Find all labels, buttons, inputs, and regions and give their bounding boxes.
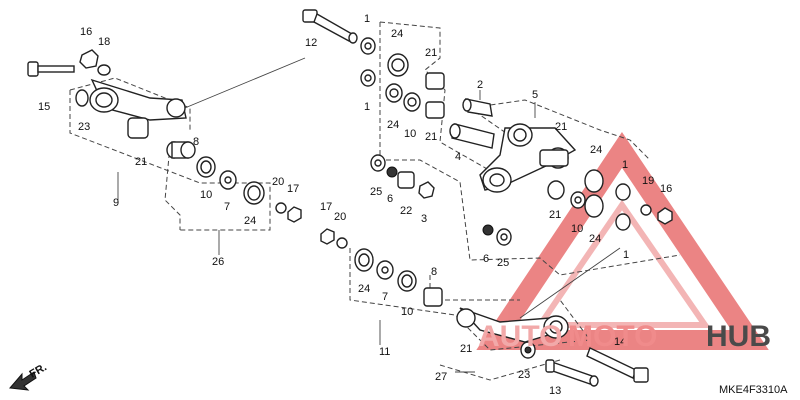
watermark-text-a: AUTO: [478, 320, 562, 353]
central-bearing-stack: [360, 37, 445, 119]
part-label-23: 23: [78, 121, 90, 133]
nut-16-washer-18: [79, 49, 111, 76]
part-label-15: 15: [38, 101, 50, 113]
part-label-8: 8: [431, 266, 437, 278]
part-label-20: 20: [334, 211, 346, 223]
bolt-15: [27, 61, 75, 77]
part-label-1: 1: [623, 249, 629, 261]
part-label-25: 25: [370, 186, 382, 198]
part-label-21: 21: [555, 121, 567, 133]
part-label-25: 25: [497, 257, 509, 269]
watermark-triangle: [476, 132, 769, 350]
part-label-21: 21: [425, 131, 437, 143]
part-label-16: 16: [660, 183, 672, 195]
diagram-code: MKE4F3310A: [719, 384, 788, 396]
part-label-17: 17: [320, 201, 332, 213]
part-label-6: 6: [387, 193, 393, 205]
part-label-24: 24: [358, 283, 370, 295]
arm-small-parts-left: [370, 154, 435, 199]
watermark-text-b: MOTO: [568, 320, 657, 353]
lower-link-rod: [456, 307, 569, 359]
part-label-24: 24: [590, 144, 602, 156]
part-label-20: 20: [272, 176, 284, 188]
part-label-2: 2: [477, 79, 483, 91]
part-label-7: 7: [382, 291, 388, 303]
part-label-19: 19: [642, 175, 654, 187]
part-label-10: 10: [200, 189, 212, 201]
part-label-18: 18: [98, 36, 110, 48]
part-label-27: 27: [435, 371, 447, 383]
part-label-21: 21: [549, 209, 561, 221]
part-label-10: 10: [401, 306, 413, 318]
part-label-24: 24: [589, 233, 601, 245]
part-label-11: 11: [379, 346, 390, 358]
group-outlines: [69, 21, 681, 381]
watermark-text-c: HUB: [706, 320, 771, 353]
part-label-7: 7: [224, 201, 230, 213]
part-label-26: 26: [212, 256, 224, 268]
left-link-rod: [75, 78, 187, 139]
part-label-14: 14: [614, 336, 626, 348]
sleeves-2-4: [449, 98, 495, 149]
left-bearing-stack: [166, 141, 302, 223]
part-label-9: 9: [113, 197, 119, 209]
part-label-16: 16: [80, 26, 92, 38]
bolt-14: [586, 347, 649, 383]
leader-lines: [117, 57, 621, 373]
part-label-12: 12: [305, 37, 317, 49]
bolt-12: [302, 9, 358, 44]
arm-small-parts-right: [482, 169, 673, 246]
part-label-24: 24: [387, 119, 399, 131]
part-label-21: 21: [460, 343, 472, 355]
front-direction-arrow: [9, 371, 37, 391]
part-label-21: 21: [425, 47, 437, 59]
part-label-21: 21: [135, 156, 147, 168]
part-label-24: 24: [244, 215, 256, 227]
part-label-10: 10: [571, 223, 583, 235]
part-label-6: 6: [483, 253, 489, 265]
part-label-13: 13: [549, 385, 561, 397]
part-label-3: 3: [421, 213, 427, 225]
front-direction-label: FR.: [28, 361, 49, 380]
lower-bearing-stack: [320, 228, 443, 307]
part-labels: 1111234566778891010101011121314151616171…: [38, 13, 672, 397]
part-label-1: 1: [364, 101, 370, 113]
part-label-22: 22: [400, 205, 412, 217]
part-label-8: 8: [193, 136, 199, 148]
cushion-arm-5: [479, 123, 577, 193]
part-label-17: 17: [287, 183, 299, 195]
part-label-1: 1: [622, 159, 628, 171]
bolt-13: [545, 359, 599, 387]
part-label-1: 1: [364, 13, 370, 25]
watermark-text: AUTO MOTO HUB: [478, 320, 771, 353]
part-label-23: 23: [518, 369, 530, 381]
part-label-10: 10: [404, 128, 416, 140]
part-label-24: 24: [391, 28, 403, 40]
part-label-5: 5: [532, 89, 538, 101]
part-label-4: 4: [455, 151, 461, 163]
